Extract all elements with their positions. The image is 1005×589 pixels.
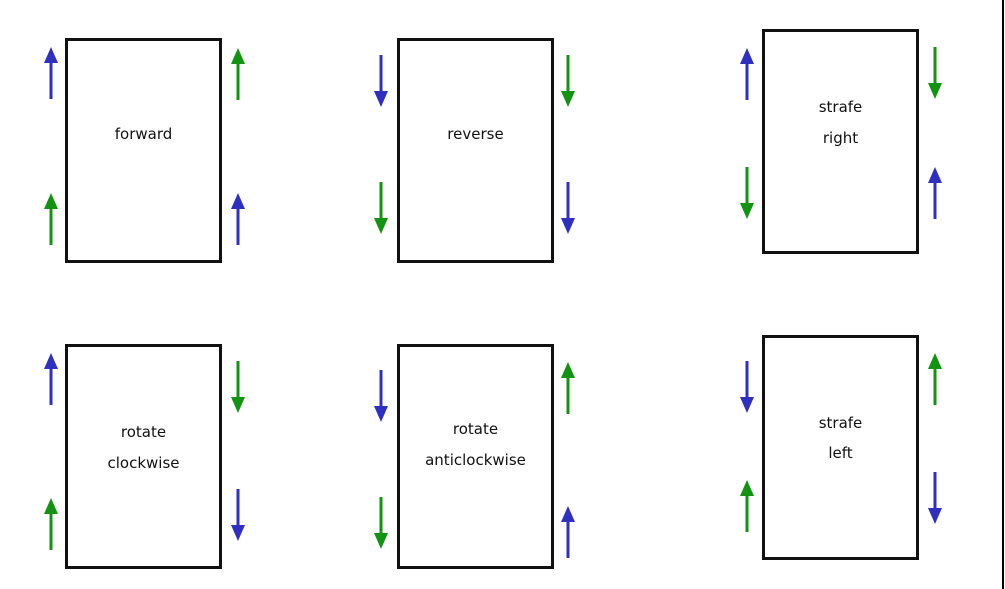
arrow-up-icon <box>561 362 575 414</box>
arrow-down-icon <box>231 361 245 413</box>
arrow-up-icon <box>44 47 58 99</box>
arrow-up-icon <box>231 48 245 100</box>
wheel-arrow-rear-right-up <box>928 167 942 219</box>
wheel-arrow-front-left-down <box>374 55 388 107</box>
label-line-1: rotate <box>120 423 167 441</box>
wheel-arrow-rear-left-down <box>740 167 754 219</box>
wheel-arrow-front-right-up <box>561 362 575 414</box>
label-line-2: right <box>822 129 859 147</box>
wheel-arrow-rear-left-up <box>44 193 58 245</box>
arrow-up-icon <box>561 506 575 558</box>
arrow-down-icon <box>374 370 388 422</box>
label-line-2: left <box>828 444 853 462</box>
arrow-down-icon <box>928 472 942 524</box>
label-line-1: strafe <box>818 414 863 432</box>
arrow-up-icon <box>928 167 942 219</box>
wheel-arrow-rear-right-up <box>231 193 245 245</box>
arrow-down-icon <box>561 55 575 107</box>
arrow-down-icon <box>374 55 388 107</box>
wheel-arrow-front-right-up <box>231 48 245 100</box>
robot-body: rotate clockwise <box>65 344 222 569</box>
wheel-arrow-front-right-up <box>928 353 942 405</box>
robot-body: strafe right <box>762 29 919 254</box>
arrow-up-icon <box>231 193 245 245</box>
right-edge-line <box>1002 0 1004 589</box>
wheel-arrow-rear-right-up <box>561 506 575 558</box>
wheel-arrow-rear-right-down <box>561 182 575 234</box>
arrow-up-icon <box>928 353 942 405</box>
label-line-2: clockwise <box>107 454 180 472</box>
wheel-arrow-front-left-down <box>374 370 388 422</box>
wheel-arrow-rear-right-down <box>928 472 942 524</box>
robot-body: strafe left <box>762 335 919 560</box>
arrow-down-icon <box>374 182 388 234</box>
wheel-arrow-rear-left-down <box>374 497 388 549</box>
wheel-arrow-front-right-down <box>561 55 575 107</box>
label-line-1: rotate <box>452 420 499 438</box>
arrow-up-icon <box>740 480 754 532</box>
arrow-down-icon <box>740 361 754 413</box>
wheel-arrow-rear-left-up <box>44 498 58 550</box>
wheel-arrow-rear-left-up <box>740 480 754 532</box>
arrow-down-icon <box>928 47 942 99</box>
arrow-up-icon <box>44 353 58 405</box>
arrow-down-icon <box>561 182 575 234</box>
label-line-2: anticlockwise <box>425 451 526 469</box>
label-line-1: reverse <box>447 125 504 143</box>
wheel-arrow-rear-left-down <box>374 182 388 234</box>
wheel-arrow-front-right-down <box>928 47 942 99</box>
arrow-up-icon <box>740 48 754 100</box>
robot-body: forward <box>65 38 222 263</box>
wheel-arrow-front-left-up <box>44 47 58 99</box>
arrow-up-icon <box>44 193 58 245</box>
robot-body: rotate anticlockwise <box>397 344 554 569</box>
arrow-down-icon <box>740 167 754 219</box>
robot-body: reverse <box>397 38 554 263</box>
arrow-down-icon <box>231 489 245 541</box>
wheel-arrow-front-left-down <box>740 361 754 413</box>
label-line-1: strafe <box>818 98 863 116</box>
arrow-up-icon <box>44 498 58 550</box>
wheel-arrow-rear-right-down <box>231 489 245 541</box>
wheel-arrow-front-left-up <box>44 353 58 405</box>
label-line-1: forward <box>114 125 173 143</box>
wheel-arrow-front-right-down <box>231 361 245 413</box>
wheel-arrow-front-left-up <box>740 48 754 100</box>
arrow-down-icon <box>374 497 388 549</box>
